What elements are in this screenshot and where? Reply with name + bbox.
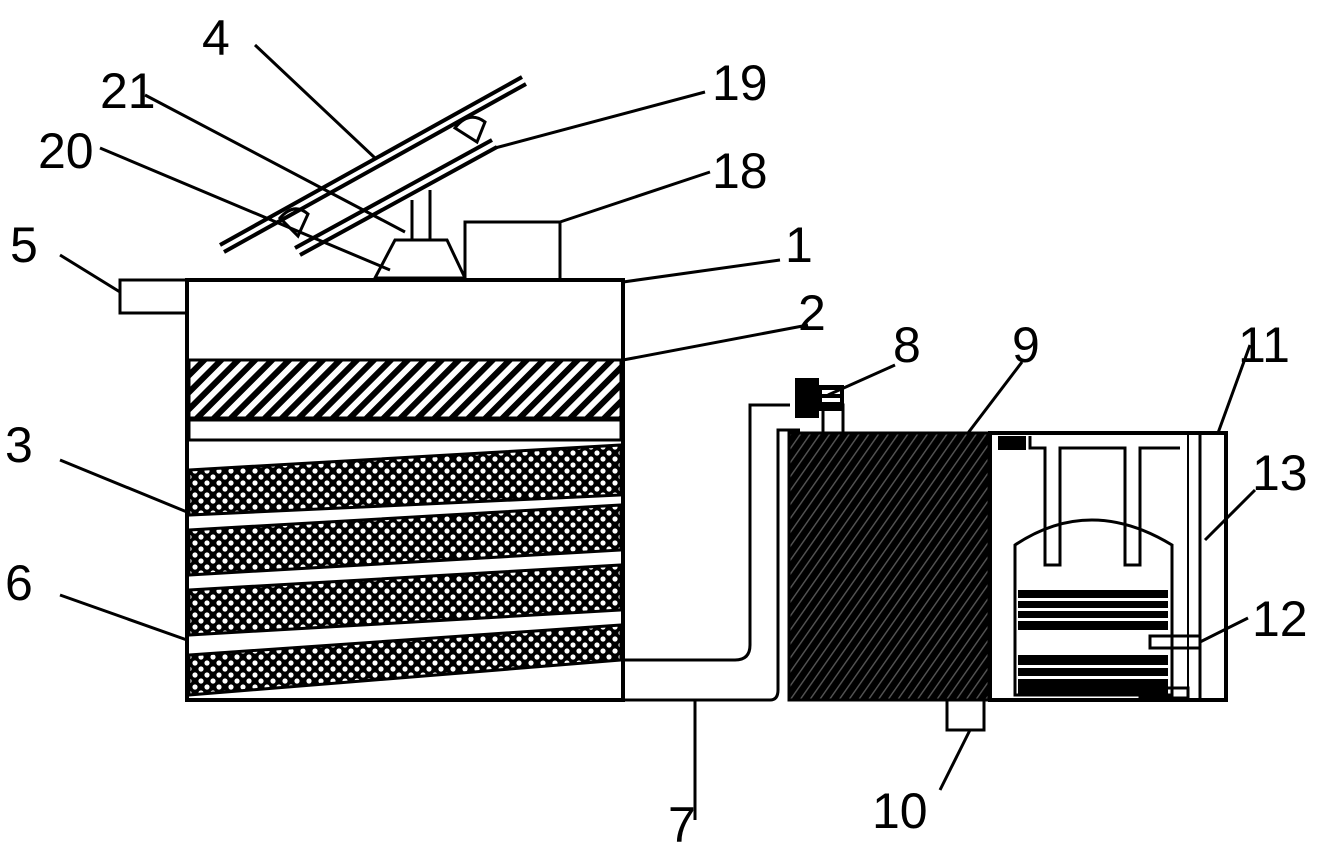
main-tank [185, 278, 625, 702]
label-21: 21 [100, 63, 156, 119]
label-11: 11 [1238, 317, 1290, 373]
right-chamber [988, 431, 1228, 702]
top-box [463, 220, 562, 282]
filter-layer-1 [187, 443, 623, 517]
label-8: 8 [893, 317, 921, 373]
label-7: 7 [668, 797, 696, 849]
part-labels: 4 21 20 5 19 18 1 2 3 6 8 9 11 13 12 7 1… [5, 10, 1308, 849]
label-5: 5 [10, 217, 38, 273]
leader-lines [59, 43, 1257, 791]
filter-layer-4 [187, 623, 623, 697]
label-4: 4 [202, 10, 230, 66]
label-2: 2 [798, 285, 826, 341]
hatched-layer [187, 358, 623, 420]
drain-box [945, 698, 986, 732]
panel-assembly [219, 75, 527, 280]
outlet-pipe [623, 403, 800, 820]
valve [795, 378, 845, 435]
label-10: 10 [872, 783, 928, 839]
label-20: 20 [38, 123, 94, 179]
label-1: 1 [785, 217, 813, 273]
dense-block [787, 431, 991, 702]
side-inlet-box [118, 278, 189, 315]
label-12: 12 [1252, 591, 1308, 647]
filter-layer-2 [187, 503, 623, 577]
label-6: 6 [5, 555, 33, 611]
label-19: 19 [712, 55, 768, 111]
label-18: 18 [712, 143, 768, 199]
label-3: 3 [5, 417, 33, 473]
label-13: 13 [1252, 445, 1308, 501]
filter-layer-3 [187, 563, 623, 637]
label-9: 9 [1012, 317, 1040, 373]
